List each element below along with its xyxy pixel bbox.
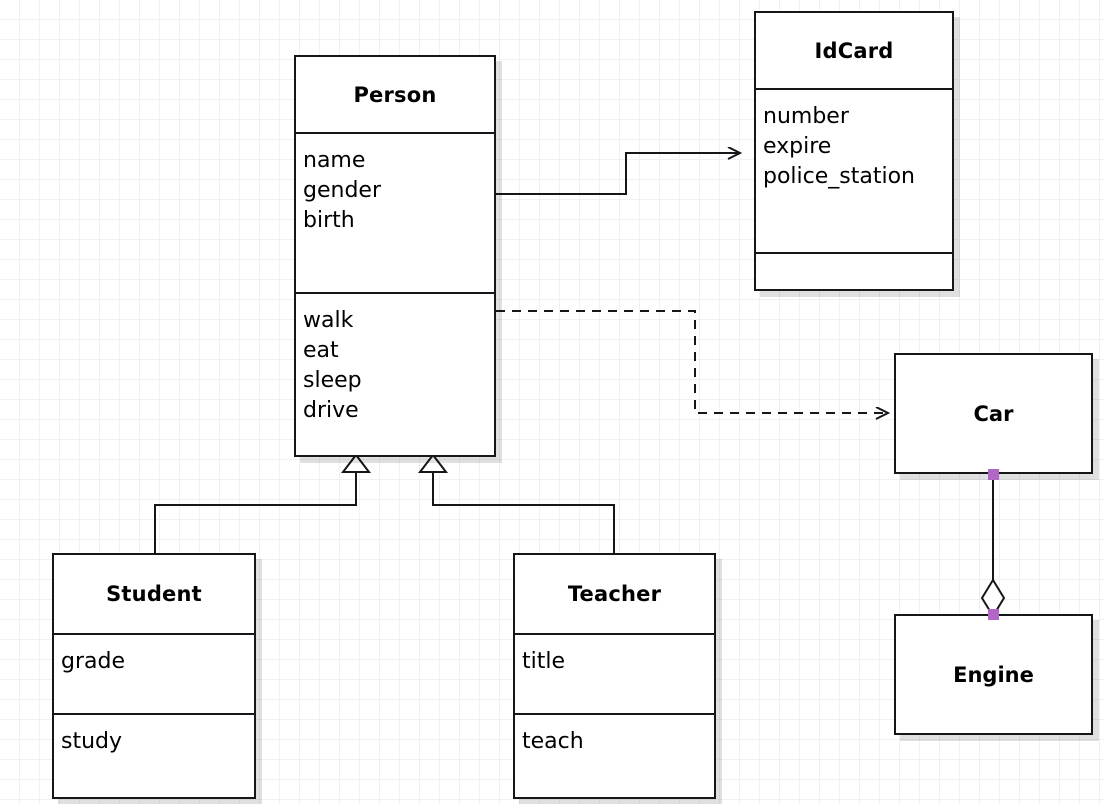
- class-methods-student: study: [54, 713, 254, 797]
- class-box-person[interactable]: Person name gender birth walk eat sleep …: [294, 55, 496, 457]
- class-box-engine[interactable]: Engine: [894, 614, 1093, 735]
- class-attributes-student: grade: [54, 633, 254, 713]
- attribute-item: gender: [303, 178, 381, 203]
- attribute-item: name: [303, 148, 366, 173]
- class-title-person: Person: [296, 57, 494, 132]
- class-name-label: Car: [973, 401, 1014, 426]
- class-box-student[interactable]: Student grade study: [52, 553, 256, 799]
- method-item: study: [61, 729, 123, 754]
- class-name-label: Student: [106, 582, 202, 606]
- method-item: drive: [303, 398, 359, 423]
- class-box-car[interactable]: Car: [894, 353, 1093, 474]
- class-attributes-idcard: number expire police_station: [756, 88, 952, 252]
- attribute-item: birth: [303, 208, 355, 233]
- class-methods-person: walk eat sleep drive: [296, 292, 494, 455]
- edge-car-engine: [980, 474, 1006, 618]
- class-box-teacher[interactable]: Teacher title teach: [513, 553, 716, 799]
- class-title-car: Car: [896, 355, 1091, 472]
- connection-handle-engine-top[interactable]: [988, 609, 999, 620]
- attribute-item: police_station: [763, 164, 915, 189]
- method-item: eat: [303, 338, 339, 363]
- edge-teacher-person: [417, 453, 615, 553]
- class-box-idcard[interactable]: IdCard number expire police_station: [754, 11, 954, 291]
- class-name-label: Engine: [953, 662, 1034, 687]
- attribute-item: title: [522, 649, 566, 674]
- edge-person-idcard: [496, 153, 740, 195]
- attribute-item: number: [763, 104, 849, 129]
- edge-person-car: [496, 310, 888, 413]
- class-methods-idcard: [756, 252, 952, 289]
- class-attributes-teacher: title: [515, 633, 714, 713]
- class-title-teacher: Teacher: [515, 555, 714, 633]
- class-name-label: Person: [353, 82, 437, 107]
- class-title-engine: Engine: [896, 616, 1091, 733]
- method-item: teach: [522, 729, 584, 754]
- class-name-label: IdCard: [814, 38, 894, 63]
- attribute-item: grade: [61, 649, 125, 674]
- class-attributes-person: name gender birth: [296, 132, 494, 292]
- method-item: sleep: [303, 368, 362, 393]
- class-title-student: Student: [54, 555, 254, 633]
- attribute-item: expire: [763, 134, 832, 159]
- class-methods-teacher: teach: [515, 713, 714, 797]
- connection-handle-car-bottom[interactable]: [988, 469, 999, 480]
- edge-student-person: [154, 453, 372, 553]
- class-title-idcard: IdCard: [756, 13, 952, 88]
- class-name-label: Teacher: [567, 582, 662, 606]
- method-item: walk: [303, 308, 354, 333]
